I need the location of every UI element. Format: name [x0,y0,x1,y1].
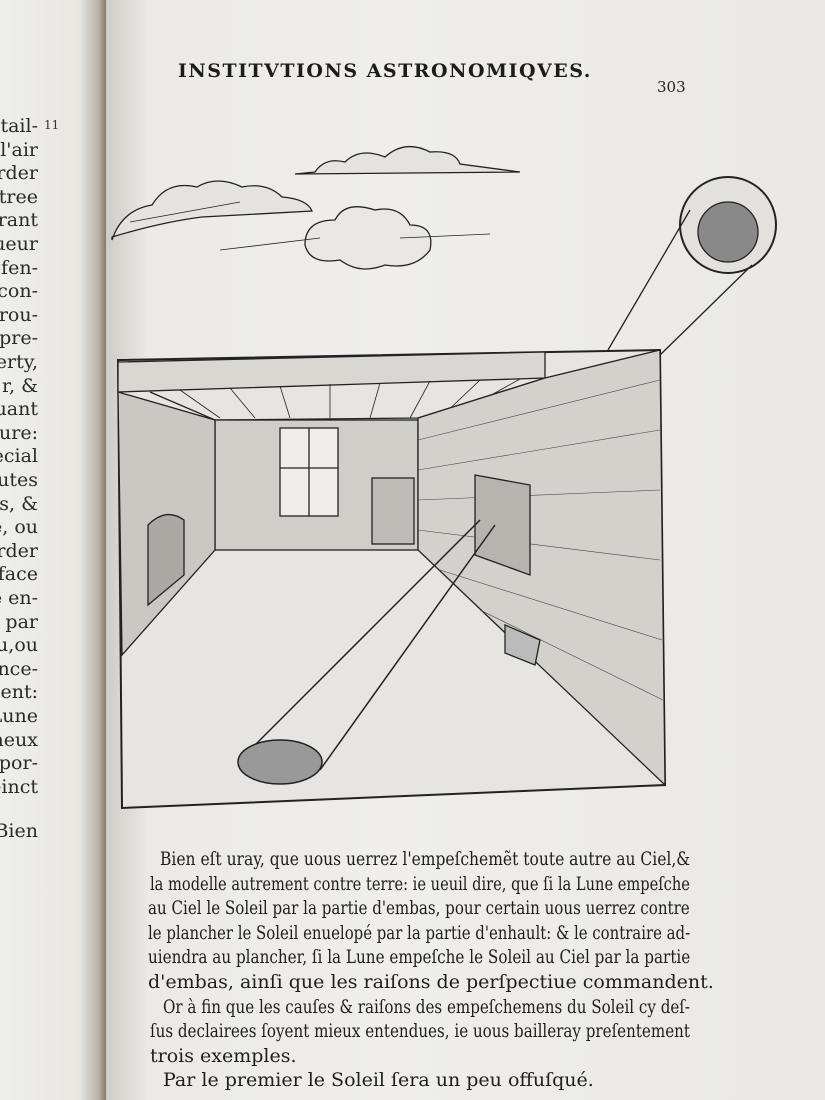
left-page-line: e por- [0,752,38,775]
left-page-line: rs, & [0,492,38,515]
sun-image-on-floor [237,739,323,785]
body-line: le plancher le Soleil enuelopé par la pa… [148,921,691,944]
left-page-line: ntree [0,185,38,208]
body-line: ſus declairees ſoyent mieux entendues, i… [150,1020,690,1043]
left-page-line: ence- [0,657,38,680]
left-page-line: con- [0,280,38,303]
left-page-line: pre- [0,327,38,350]
body-line: la modelle autrement contre terre: ie ue… [150,872,690,895]
left-page-line: outes [0,469,38,491]
left-page-line: arder [0,539,38,562]
left-page-line: erty, [0,351,38,373]
left-page-line: peinct [0,775,38,798]
left-page-line: rder [0,162,38,185]
left-folio: 11 [44,118,60,132]
body-line: Or à fin que les cauſes & raiſons des em… [163,995,691,1018]
body-line: Par le premier le Soleil ſera un peu off… [163,1069,594,1092]
running-head: INSTITVTIONS ASTRONOMIQVES. [178,60,592,82]
left-page-line: tail- [0,115,38,137]
left-page-line: e en- [0,587,38,609]
left-page-line: uant [0,398,38,421]
left-page-line: rou- [0,303,38,326]
body-line: uiendra au plancher, ſi la Lune empeſche… [148,946,691,969]
left-page-line: ecial [0,445,38,468]
door [371,477,415,545]
cloud [111,180,313,241]
right-door [474,474,531,576]
cloud [304,206,432,270]
left-page-line: rant [0,209,38,232]
left-page-line: Bien [0,820,38,842]
body-line: d'embas, ainſi que les raiſons de perſpe… [148,971,714,993]
left-page-line: ineux [0,728,38,751]
left-page-line: z par [0,610,38,633]
left-page-line: u,ou [0,634,38,657]
left-page-line: efen- [0,256,38,279]
body-line: au Ciel le Soleil par la partie d'embas,… [148,897,690,920]
left-page-line: é, ou [0,516,38,539]
left-page-line: ueur [0,233,38,255]
page-number: 303 [657,78,686,96]
left-door [147,513,185,607]
left-page-line: r, & [2,374,38,397]
body-line: trois exemples. [150,1044,297,1067]
left-page-line: eure: [0,421,38,444]
left-page-line: l'air [0,138,38,161]
left-page: 11 tail-l'airrderntreerantueurefen-con-r… [0,0,112,1100]
left-page-line: Lune [0,705,38,727]
cloud [294,145,521,175]
left-page-line: e face [0,563,38,586]
body-line: Bien eſt uray, que uous uerrez l'empeſch… [160,848,691,870]
left-page-line: ment: [0,681,38,704]
